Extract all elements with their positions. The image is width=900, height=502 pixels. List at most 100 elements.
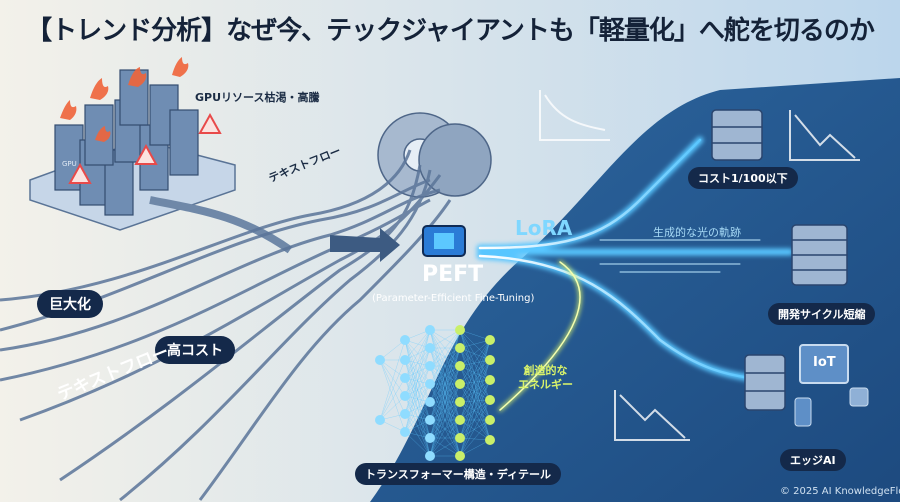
nn-edge bbox=[429, 383, 461, 457]
arrow-icon bbox=[330, 228, 400, 262]
nn-node bbox=[425, 379, 435, 389]
nn-edge bbox=[404, 329, 431, 379]
nn-edge bbox=[459, 347, 491, 401]
declining-chart-icon bbox=[539, 90, 860, 441]
nn-edge bbox=[379, 395, 406, 421]
nn-edge bbox=[459, 329, 491, 441]
gpu-rack-text: GPU bbox=[62, 160, 77, 168]
page-title: 【トレンド分析】なぜ今、テックジャイアントも「軽量化」へ舵を切るのか bbox=[26, 16, 875, 46]
nn-edge bbox=[379, 377, 406, 421]
nn-node bbox=[455, 451, 465, 461]
iot-screen-text: IoT bbox=[813, 355, 836, 370]
nn-node bbox=[485, 415, 495, 425]
nn-edge bbox=[459, 339, 491, 421]
high-cost-badge: 高コスト bbox=[155, 336, 235, 364]
cost-badge: コスト1/100以下 bbox=[688, 167, 798, 189]
nn-edge bbox=[459, 339, 491, 385]
nn-edge bbox=[459, 359, 491, 385]
nn-edge bbox=[379, 339, 406, 421]
nn-edge bbox=[459, 347, 491, 361]
nn-node bbox=[400, 409, 410, 419]
nn-node bbox=[425, 415, 435, 425]
nn-edge bbox=[459, 329, 491, 381]
creative-energy-line1: 創造的な bbox=[523, 364, 568, 377]
nn-edge bbox=[379, 359, 406, 397]
nn-node bbox=[425, 361, 435, 371]
nn-node bbox=[400, 391, 410, 401]
creative-energy-label: 創造的な エネルギー bbox=[518, 364, 573, 392]
nn-node bbox=[400, 427, 410, 437]
nn-edge bbox=[459, 365, 491, 421]
gpu-label: GPUリソース枯渇・高騰 bbox=[195, 91, 320, 104]
nn-edge bbox=[459, 383, 491, 441]
nn-edge bbox=[459, 339, 491, 439]
nn-edge bbox=[429, 329, 461, 349]
warning-icon bbox=[68, 112, 222, 184]
nn-edge bbox=[459, 329, 491, 341]
nn-edge bbox=[459, 437, 491, 441]
nn-edge bbox=[379, 359, 406, 433]
nn-node bbox=[425, 451, 435, 461]
nn-edge bbox=[379, 359, 406, 379]
nn-node bbox=[425, 433, 435, 443]
nn-edge bbox=[429, 329, 461, 457]
nn-node bbox=[455, 343, 465, 353]
nn-node bbox=[400, 335, 410, 345]
nn-edge bbox=[459, 359, 491, 367]
nn-edge bbox=[459, 365, 491, 441]
nn-edge bbox=[429, 401, 461, 457]
nn-edge bbox=[459, 399, 491, 457]
nn-edge bbox=[459, 359, 491, 421]
nn-edge bbox=[459, 359, 491, 457]
nn-edge bbox=[429, 329, 461, 421]
nn-edge bbox=[404, 329, 431, 361]
edge-ai-badge: エッジAI bbox=[780, 449, 846, 471]
nn-edge bbox=[429, 329, 461, 367]
server-icon bbox=[711, 109, 848, 411]
light-beams bbox=[476, 136, 794, 412]
wifi-icon bbox=[849, 387, 869, 407]
chip-icon bbox=[422, 225, 466, 257]
nn-edge bbox=[459, 399, 491, 439]
nn-node bbox=[375, 415, 385, 425]
nn-edge bbox=[459, 329, 491, 361]
nn-node bbox=[455, 361, 465, 371]
nn-edge bbox=[379, 359, 406, 415]
nn-edge bbox=[459, 419, 491, 457]
nn-edge bbox=[459, 347, 491, 421]
nn-edge bbox=[404, 401, 431, 433]
nn-edge bbox=[429, 329, 461, 403]
nn-node bbox=[425, 325, 435, 335]
iot-monitor-icon bbox=[799, 344, 849, 384]
nn-edge bbox=[429, 437, 461, 457]
nn-node bbox=[485, 435, 495, 445]
lora-label: LoRA bbox=[515, 216, 573, 240]
nn-node bbox=[425, 343, 435, 353]
nn-edge bbox=[459, 329, 491, 401]
nn-node bbox=[400, 373, 410, 383]
nn-edge bbox=[379, 359, 406, 421]
dev-cycle-badge: 開発サイクル短縮 bbox=[768, 303, 876, 325]
tangled-cables bbox=[0, 149, 452, 502]
nn-node bbox=[455, 415, 465, 425]
nn-edge bbox=[459, 347, 491, 381]
nn-edge bbox=[459, 339, 491, 403]
gpu-server-cluster bbox=[29, 57, 293, 254]
nn-node bbox=[425, 397, 435, 407]
nn-edge bbox=[459, 365, 491, 381]
smartphone-icon bbox=[794, 397, 812, 427]
nn-edge bbox=[459, 399, 491, 403]
copyright: © 2025 AI KnowledgeFlow bbox=[780, 486, 900, 497]
nn-edge bbox=[459, 379, 491, 385]
nn-node bbox=[455, 397, 465, 407]
nn-edge bbox=[459, 439, 491, 457]
nn-node bbox=[400, 355, 410, 365]
nn-node bbox=[455, 379, 465, 389]
nn-edge bbox=[404, 365, 431, 433]
transformer-label: トランスフォーマー構造・ディテール bbox=[355, 463, 562, 485]
nn-edge bbox=[459, 359, 491, 403]
nn-edge bbox=[404, 329, 431, 397]
nn-edge bbox=[459, 339, 491, 349]
